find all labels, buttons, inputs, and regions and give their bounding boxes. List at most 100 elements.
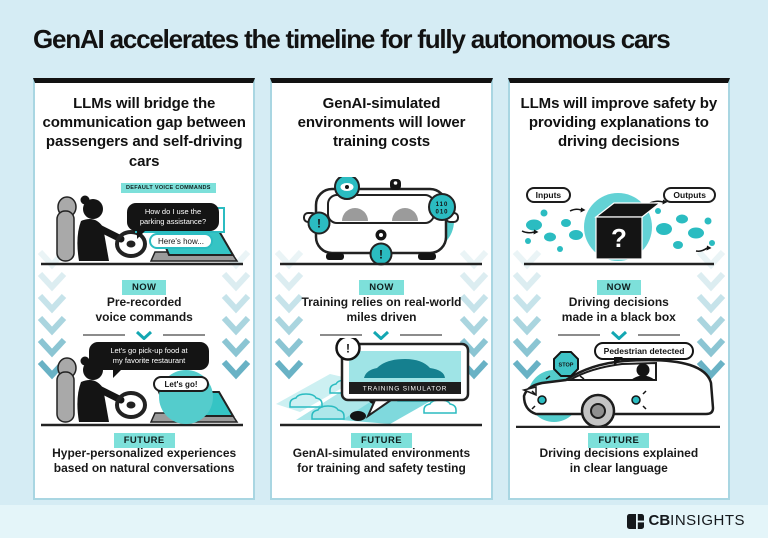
chevron-down-icon: [459, 272, 488, 292]
car-reply-bubble: Let's go!: [153, 376, 209, 392]
panel-heading: LLMs will bridge the communication gap b…: [42, 95, 246, 170]
bubble-text: How do I use the: [144, 206, 202, 216]
steering-wheel: [115, 391, 147, 419]
chevron-down-icon: [512, 338, 541, 358]
chevron-down-icon: [275, 360, 304, 380]
wheel-hub: [589, 403, 606, 419]
divider-line: [557, 334, 600, 336]
brand-name-bold: CB: [648, 512, 671, 529]
pedestrian-detected-bubble: Pedestrian detected: [593, 342, 695, 360]
now-future-divider: [272, 330, 490, 340]
illustration-voice-future: Let's go pick-up food at my favorite res…: [35, 340, 253, 428]
future-badge: FUTURE: [351, 433, 412, 448]
illustration-explained-future: Pedestrian detected: [510, 340, 728, 428]
chevron-column-right: [696, 250, 726, 382]
divider-line: [637, 334, 680, 336]
wheel-hub: [126, 401, 136, 409]
now-caption: Pre-recorded voice commands: [95, 295, 193, 324]
illustration-simulator-future: TRAINING SIMULATOR !: [272, 338, 490, 428]
passenger-speech-bubble: How do I use the parking assistance?: [127, 203, 219, 231]
wheel: [418, 253, 437, 260]
sensor-dot: [531, 390, 547, 410]
chevron-down-icon: [37, 272, 67, 292]
simulator-monitor: TRAINING SIMULATOR: [341, 342, 470, 402]
panel-heading: LLMs will improve safety by providing ex…: [520, 95, 718, 151]
bubble-text: parking assistance?: [139, 217, 207, 226]
illustration-blackbox-now: Inputs Outputs: [510, 179, 728, 267]
seat-back: [56, 371, 75, 423]
divider-line: [400, 334, 443, 336]
chevron-down-icon: [222, 338, 251, 358]
chevron-down-icon: [512, 294, 541, 314]
simulated-car-silhouette: [364, 359, 446, 378]
chevron-down-icon: [275, 294, 304, 314]
now-badge: NOW: [359, 280, 404, 295]
chevron-down-icon: [696, 338, 726, 358]
binary-data-icon: 110 010: [428, 193, 457, 221]
explained-car-scene: STOP: [515, 351, 720, 428]
chevron-down-icon: [37, 294, 67, 314]
panel-training: GenAI-simulated environments will lower …: [270, 78, 493, 500]
input-data-blobs: [524, 209, 583, 252]
output-data-blobs: [654, 208, 715, 249]
illustration-voice-now: DEFAULT VOICE COMMANDS How do I use the …: [35, 179, 253, 267]
outputs-label: Outputs: [663, 187, 716, 203]
chevron-down-icon: [222, 316, 251, 336]
cb-insights-blocks-icon: [627, 513, 645, 529]
future-badge: FUTURE: [588, 433, 650, 448]
bubble-tail: [613, 357, 623, 366]
now-badge: NOW: [596, 280, 642, 295]
headrest: [342, 208, 369, 221]
future-badge-row: FUTURE: [510, 430, 728, 448]
training-simulator-label: TRAINING SIMULATOR: [363, 386, 448, 393]
steering-wheel: [115, 230, 147, 258]
chevron-down-icon: [275, 272, 304, 292]
svg-text:110: 110: [436, 202, 449, 208]
chevron-down-icon: [275, 338, 304, 358]
seat-back: [56, 210, 75, 262]
default-voice-commands-tag: DEFAULT VOICE COMMANDS: [121, 183, 216, 193]
page-title: GenAI accelerates the timeline for fully…: [33, 24, 671, 54]
black-box-scene: ?: [521, 193, 715, 266]
black-box-cube: ?: [593, 202, 662, 260]
chevron-down-icon: [459, 294, 488, 314]
passenger-figure: [77, 195, 125, 261]
headrest: [392, 208, 419, 221]
brand-name-light: INSIGHTS: [670, 512, 745, 529]
chevron-down-icon: [459, 316, 488, 336]
driver-silhouette: [630, 363, 655, 380]
chevron-down-icon: [373, 330, 390, 340]
passenger-figure: [77, 356, 125, 422]
now-badge-row: NOW: [35, 277, 253, 295]
illustration-car-now: ! ! 110 010: [272, 177, 490, 267]
cb-insights-logo: CBINSIGHTS: [627, 512, 745, 530]
now-badge: NOW: [121, 280, 167, 295]
future-badge-row: FUTURE: [272, 430, 490, 448]
chevron-down-icon: [136, 330, 153, 340]
vision-eye-icon: [334, 177, 361, 200]
future-caption: Hyper-personalized experiences based on …: [52, 446, 237, 475]
chevron-down-icon: [222, 360, 251, 380]
panel-communication: LLMs will bridge the communication gap b…: [33, 78, 256, 500]
svg-text:!: !: [346, 342, 350, 356]
divider-line: [320, 334, 363, 336]
now-badge-row: NOW: [510, 277, 728, 295]
bubble-tail: [137, 230, 146, 239]
wheel: [326, 253, 345, 260]
chevron-down-icon: [610, 330, 627, 340]
chevron-down-icon: [696, 360, 726, 380]
svg-text:010: 010: [436, 210, 449, 216]
chevron-down-icon: [512, 316, 541, 336]
chevron-down-icon: [275, 316, 304, 336]
chevron-down-icon: [512, 272, 541, 292]
chevron-down-icon: [512, 360, 541, 380]
future-caption: GenAI-simulated environments for trainin…: [292, 446, 471, 475]
passenger-speech-bubble: Let's go pick-up food at my favorite res…: [89, 342, 209, 370]
alert-icon: !: [369, 242, 393, 266]
svg-text:!: !: [317, 217, 321, 231]
chevron-column-left: [274, 250, 304, 382]
alert-icon: !: [335, 338, 362, 361]
future-caption: Driving decisions explained in clear lan…: [539, 446, 699, 475]
chevron-down-icon: [222, 294, 251, 314]
